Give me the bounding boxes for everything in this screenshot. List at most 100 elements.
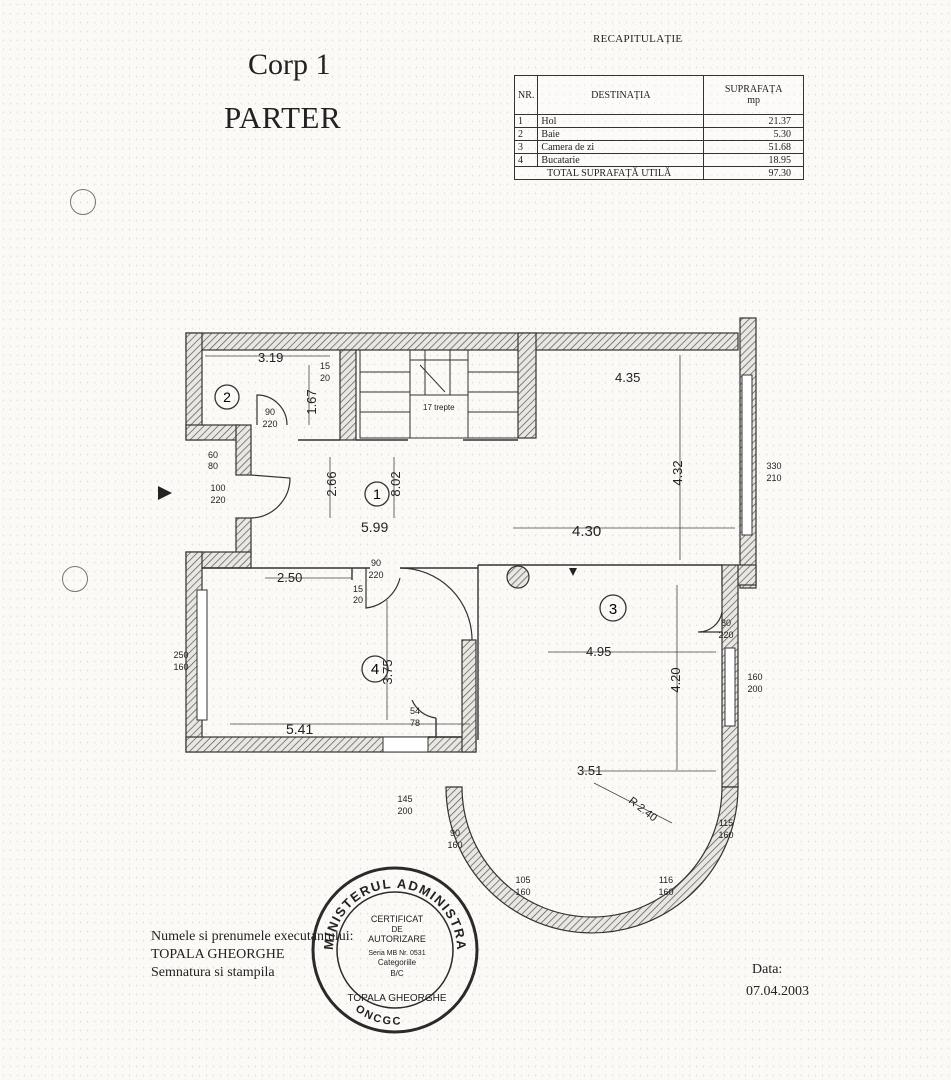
- stamp-name: TOPALA GHEORGHE: [347, 993, 446, 1004]
- dim-4-35: 4.35: [615, 370, 640, 385]
- dimension-texts: 3.19 1.67 4.35 4.32 2.66 8.02 5.99 4.30 …: [258, 350, 685, 824]
- opening-90-220-b-bot: 220: [368, 570, 383, 580]
- date-label: Data:: [752, 962, 783, 977]
- opening-145-200-bot: 200: [397, 806, 412, 816]
- room-labels: 2 1 3 4: [214, 384, 627, 683]
- recap-table: NR. DESTINAȚIA SUPRAFAȚA mp 1 Hol 21.37 …: [513, 75, 804, 180]
- stairs-label: 17 trepte: [423, 403, 455, 412]
- exterior-walls: [185, 317, 757, 788]
- opening-60-80-bot: 80: [208, 461, 218, 471]
- opening-100-220-top: 100: [210, 483, 225, 493]
- signature-label: Semnatura si stampila: [151, 965, 275, 980]
- official-stamp: [311, 866, 479, 1034]
- dimension-lines: [205, 355, 735, 824]
- row-nr: 2: [513, 127, 539, 141]
- opening-115-160-top: 115: [719, 818, 733, 828]
- windows: [196, 374, 753, 753]
- opening-90-220-a-top: 90: [265, 407, 275, 417]
- stamp-cert-5: B/C: [390, 969, 404, 978]
- stamp-cert-4: Categoriile: [378, 958, 417, 967]
- room-3-circle: [599, 594, 627, 622]
- executant-name: TOPALA GHEORGHE: [151, 947, 285, 962]
- room-4-circle: [361, 655, 389, 683]
- opening-116-160-top: 116: [659, 875, 673, 885]
- opening-105-160-bot: 160: [515, 887, 530, 897]
- column: [506, 565, 530, 589]
- opening-80-220-top: 80: [721, 618, 731, 628]
- stamp-cert-2: AUTORIZARE: [368, 934, 426, 944]
- header-area-label: SUPRAFAȚA: [724, 84, 783, 95]
- stamp-cert-1: DE: [391, 925, 402, 934]
- dim-8-02: 8.02: [388, 471, 403, 496]
- opening-15-20-a-bot: 20: [320, 373, 330, 383]
- header-area-unit: mp: [747, 95, 761, 106]
- recap-caption: RECAPITULAȚIE: [593, 33, 683, 45]
- opening-15-20-b-bot: 20: [353, 595, 363, 605]
- dim-2-50: 2.50: [277, 570, 302, 585]
- room-4-number: 4: [371, 661, 379, 678]
- dim-3-75: 3.75: [380, 659, 395, 684]
- opening-160-200-top: 160: [747, 672, 762, 682]
- executant-label: Numele si prenumele executantului:: [151, 929, 354, 944]
- dim-3-19: 3.19: [258, 350, 283, 365]
- opening-116-160-bot: 160: [658, 887, 673, 897]
- total-value: 97.30: [703, 166, 804, 180]
- opening-90-160-top: 90: [450, 828, 460, 838]
- opening-54-78-top: 54: [410, 706, 420, 716]
- opening-105-160-top: 105: [515, 875, 530, 885]
- building-title: Corp 1: [248, 48, 331, 81]
- stamp-cert-3: Seria MB Nr. 0531: [368, 950, 425, 957]
- opening-labels: 15 20 90 220 60 80 100 220 330 210 90 22…: [173, 361, 781, 897]
- room-3-number: 3: [609, 601, 617, 618]
- opening-160-200-bot: 200: [747, 684, 762, 694]
- entrance-arrow: [158, 486, 172, 500]
- dim-4-30: 4.30: [572, 523, 601, 540]
- opening-80-220-bot: 220: [718, 630, 733, 640]
- punch-hole: [70, 189, 96, 215]
- stamp-text: MINISTERUL ADMINISTRAȚIEI PUBLICE ONCGC …: [0, 0, 468, 1028]
- dim-3-51: 3.51: [577, 763, 602, 778]
- total-label: TOTAL SUPRAFAȚĂ UTILĂ: [513, 166, 705, 180]
- stamp-cert-0: CERTIFICAT: [371, 914, 424, 924]
- opening-330-210-bot: 210: [766, 473, 781, 483]
- dim-1-67: 1.67: [304, 389, 319, 414]
- total-row: TOTAL SUPRAFAȚĂ UTILĂ 97.30: [513, 166, 804, 180]
- date-value: 07.04.2003: [746, 984, 809, 999]
- room-1-number: 1: [373, 486, 381, 502]
- room-2-number: 2: [223, 389, 231, 405]
- opening-90-220-a-bot: 220: [262, 419, 277, 429]
- header-area: SUPRAFAȚA mp: [703, 75, 804, 115]
- room-1-circle: [364, 481, 390, 507]
- table-row: 3 Camera de zi 51.68: [513, 140, 804, 154]
- door-swings: [250, 394, 723, 719]
- bay-wall: [445, 786, 739, 934]
- opening-250-160-bot: 160: [173, 662, 188, 672]
- staircase: [359, 349, 519, 439]
- floor-title: PARTER: [224, 100, 342, 135]
- dim-4-32: 4.32: [670, 460, 685, 485]
- interior-partitions: [202, 439, 722, 740]
- opening-54-78-bot: 78: [410, 718, 420, 728]
- dim-4-95: 4.95: [586, 644, 611, 659]
- opening-100-220-bot: 220: [210, 495, 225, 505]
- opening-330-210-top: 330: [766, 461, 781, 471]
- header-nr: NR.: [513, 75, 539, 115]
- opening-15-20-a-top: 15: [320, 361, 330, 371]
- room-2-circle: [214, 384, 240, 410]
- opening-115-160-bot: 160: [718, 830, 733, 840]
- dim-4-20: 4.20: [668, 667, 683, 692]
- opening-60-80-top: 60: [208, 450, 218, 460]
- punch-hole: [62, 566, 88, 592]
- dim-5-99: 5.99: [361, 519, 388, 535]
- row-nr: 4: [513, 153, 539, 167]
- level-marker: [569, 568, 577, 576]
- opening-90-160-bot: 160: [447, 840, 462, 850]
- dim-radius: R 2.40: [626, 795, 659, 824]
- opening-250-160-top: 250: [173, 650, 188, 660]
- opening-90-220-b-top: 90: [371, 558, 381, 568]
- dim-2-66: 2.66: [324, 471, 339, 496]
- dim-5-41: 5.41: [286, 721, 313, 737]
- opening-145-200-top: 145: [397, 794, 412, 804]
- opening-15-20-b-top: 15: [353, 584, 363, 594]
